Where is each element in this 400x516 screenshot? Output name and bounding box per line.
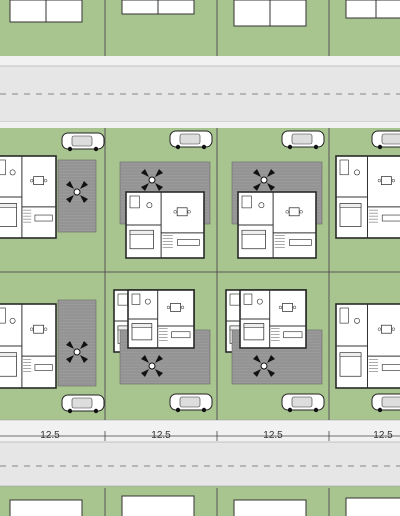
car-icon-b3	[281, 393, 325, 413]
patio-umbrella-icon-b2	[141, 355, 163, 377]
plot-width-dimensions: 12.5 12.5 12.5 12.5	[0, 430, 400, 441]
house-a3	[237, 191, 317, 259]
lot-boundaries	[0, 128, 400, 420]
patio-umbrella-icon-a1	[66, 181, 88, 203]
house-a1	[0, 155, 57, 239]
car-icon-a2	[169, 130, 213, 150]
car-icon-a4	[371, 130, 400, 150]
car-icon-b1	[61, 394, 105, 414]
car-icon-a3	[281, 130, 325, 150]
house-b3-upper	[239, 289, 307, 349]
house-b1	[0, 303, 57, 389]
patio-umbrella-icon-a2	[141, 169, 163, 191]
car-icon-a1	[61, 132, 105, 152]
house-a4	[335, 155, 400, 239]
deck-a1	[57, 159, 97, 233]
plot-width-label-1: 12.5	[40, 430, 60, 441]
house-b4	[335, 303, 400, 389]
plot-width-label-2: 12.5	[151, 430, 171, 441]
car-icon-b4	[371, 393, 400, 413]
plot-width-label-4: 12.5	[373, 430, 393, 441]
house-b2-upper	[127, 289, 195, 349]
house-layer	[0, 130, 400, 414]
plot-width-label-3: 12.5	[263, 430, 283, 441]
bottom-lot-row	[9, 488, 400, 516]
deck-b1	[57, 299, 97, 387]
patio-umbrella-icon-b3	[253, 355, 275, 377]
upper-road	[0, 56, 400, 128]
top-house-4	[345, 0, 400, 19]
lower-road	[0, 419, 400, 487]
top-lot-row	[9, 0, 400, 56]
patio-umbrella-icon-b1	[66, 341, 88, 363]
car-icon-b2	[169, 393, 213, 413]
patio-umbrella-icon-a3	[253, 169, 275, 191]
house-a2	[125, 191, 205, 259]
